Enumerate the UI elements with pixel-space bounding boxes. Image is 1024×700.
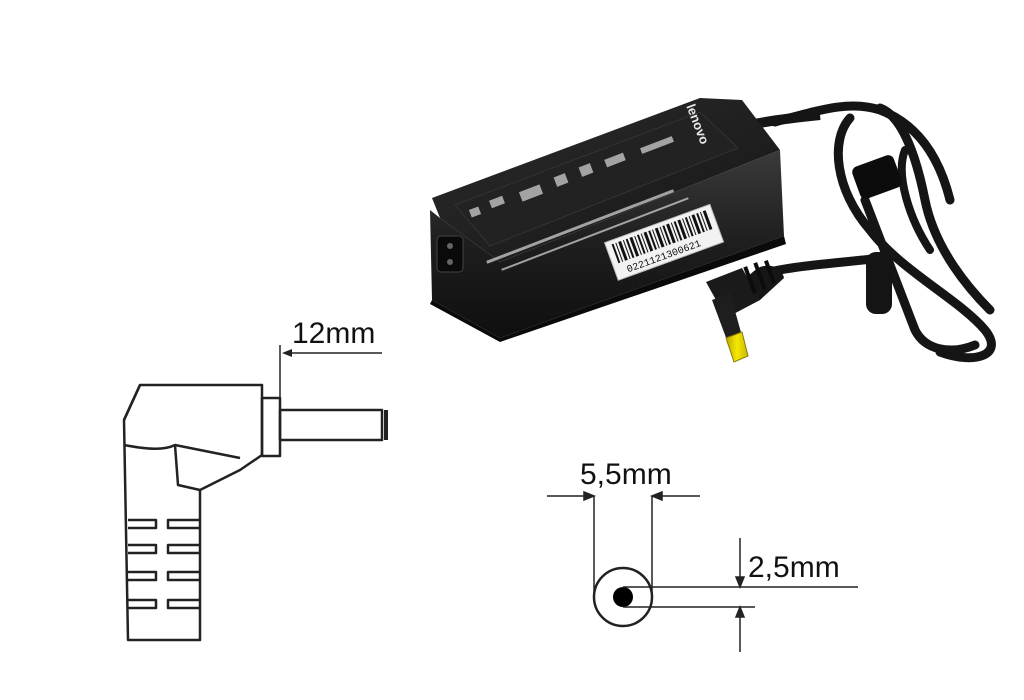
plug-side-view (122, 383, 388, 642)
adapter-spec-label (454, 111, 739, 247)
plug-front-view (592, 566, 654, 628)
center-pin-hole (613, 587, 633, 607)
plug-tip (725, 331, 749, 363)
inner-diameter-dimension: 2,5mm (623, 538, 858, 652)
regulatory-markings (468, 136, 689, 271)
inner-diameter-label: 2,5mm (748, 551, 840, 584)
adapter-body: lenovo (430, 98, 786, 342)
barcode (611, 210, 713, 264)
cable-strap (852, 155, 902, 199)
cable-coil (770, 101, 996, 363)
outer-diameter-label: 5,5mm (580, 458, 672, 491)
barcode-sticker: 0221121300621 (603, 203, 725, 281)
plug-bend-line (123, 443, 241, 460)
plug-collar (260, 396, 282, 458)
grip-ridges (128, 518, 200, 610)
ac-socket (436, 235, 464, 273)
ferrite-bead (866, 252, 892, 314)
outer-diameter-dimension: 5,5mm (547, 458, 700, 597)
plug-barrel (278, 408, 384, 442)
plug-cable (768, 253, 881, 277)
power-adapter-photo: lenovo (430, 98, 996, 363)
dc-plug (706, 260, 784, 363)
plug-length-label: 12mm (292, 317, 375, 350)
plug-length-dimension: 12mm (279, 317, 382, 398)
plug-housing-outline (122, 383, 264, 642)
